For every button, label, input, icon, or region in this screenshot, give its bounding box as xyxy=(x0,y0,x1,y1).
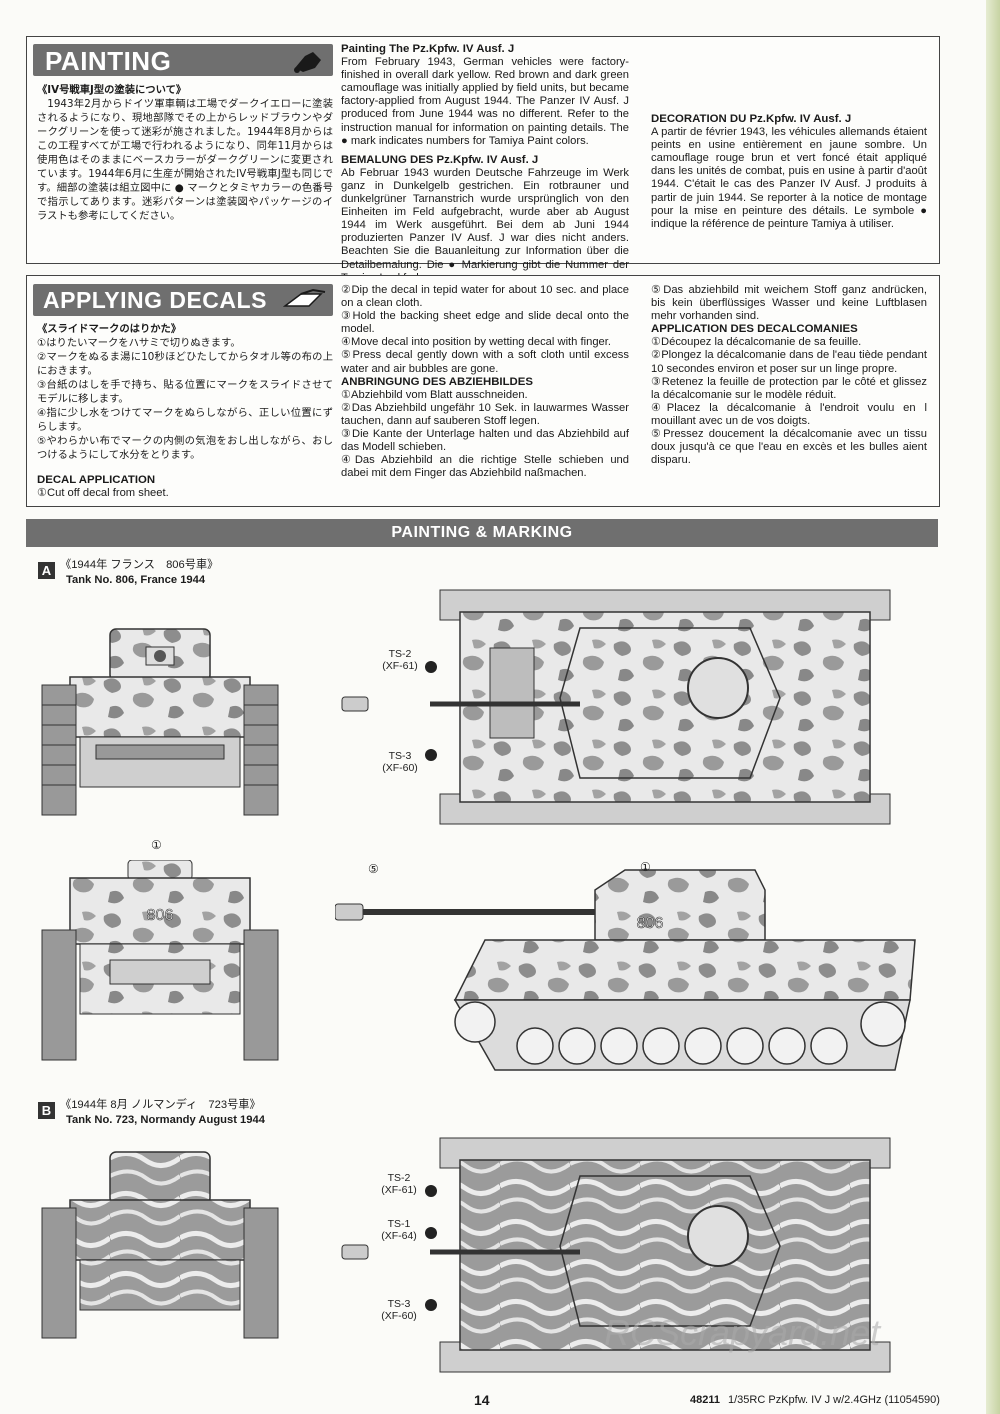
callout-b-ts2-paint: (XF-61) xyxy=(381,1184,417,1196)
decals-de-step: ③Die Kante der Unterlage halten und das … xyxy=(341,428,629,454)
tank-a-rear-view: 806 xyxy=(41,860,279,1061)
decal-callout-5: ⑤ xyxy=(368,862,379,876)
decals-box: APPLYING DECALS 《スライドマークのはりかた》 ①はりたいマークを… xyxy=(26,275,940,507)
tank-a-front-view xyxy=(41,628,279,816)
scheme-b-en-label: Tank No. 723, Normandy August 1944 xyxy=(66,1114,265,1126)
decals-header: APPLYING DECALS xyxy=(33,284,333,316)
painting-fr-text: A partir de février 1943, les véhicules … xyxy=(651,126,927,230)
decals-de-step: ①Abziehbild vom Blatt ausschneiden. xyxy=(341,388,528,401)
tank-b-top-view xyxy=(430,1137,891,1373)
footer-code: 48211 xyxy=(690,1394,720,1406)
page-edge xyxy=(986,0,1000,1414)
decals-jp-step: ③台紙のはしを手で持ち、貼る位置にマークをスライドさせてモデルに移します。 xyxy=(37,379,333,405)
decals-en-step: ⑤Press decal gently down with a soft clo… xyxy=(341,349,629,375)
decals-de-title: ANBRINGUNG DES ABZIEHBILDES xyxy=(341,375,533,388)
decals-jp-step: ①はりたいマークをハサミで切りぬきます。 xyxy=(37,337,241,349)
decals-de-step: ④Das Abziehbild an die richtige Stelle s… xyxy=(341,454,629,480)
callout-a-ts2-paint: (XF-61) xyxy=(382,660,418,672)
callout-b-ts1-code: TS-1 xyxy=(387,1218,411,1230)
paint-brush-icon xyxy=(294,52,321,73)
decal-callout-1: ① xyxy=(640,860,651,874)
muzzle-brake-icon xyxy=(341,1244,369,1260)
painting-en-text: From February 1943, German vehicles were… xyxy=(341,56,629,147)
decals-fr-step: ④Placez la décalcomanie à l'endroit voul… xyxy=(651,401,927,427)
decals-en-step: ①Cut off decal from sheet. xyxy=(37,487,169,500)
decals-fr-step: ⑤Pressez doucement la décalcomanie avec … xyxy=(651,428,927,467)
decals-jp-step: ④指に少し水をつけてマークをぬらしながら、正しい位置にずらします。 xyxy=(37,407,333,433)
painting-jp-text: 1943年2月からドイツ軍車輌は工場でダークイエローに塗装されるようになり、現地… xyxy=(37,98,333,222)
marking-title: PAINTING & MARKING xyxy=(391,524,573,541)
decals-en-step: ④Move decal into position by wetting dec… xyxy=(341,336,611,349)
scheme-b-jp-label: 《1944年 8月 ノルマンディ 723号車》 xyxy=(60,1099,261,1111)
decals-title: APPLYING DECALS xyxy=(43,287,267,313)
marking-header: PAINTING & MARKING xyxy=(26,519,938,547)
tank-b-front-view xyxy=(41,1151,279,1339)
scheme-b-badge: B xyxy=(38,1102,55,1119)
callout-b-ts2-code: TS-2 xyxy=(387,1172,411,1184)
painting-fr-title: DECORATION DU Pz.Kpfw. IV Ausf. J xyxy=(651,113,852,125)
callout-a-ts2-code: TS-2 xyxy=(388,648,412,660)
painting-en-title: Painting The Pz.Kpfw. IV Ausf. J xyxy=(341,43,515,55)
decals-de-step: ⑤Das abziehbild mit weichem Stoff ganz a… xyxy=(651,284,927,323)
paint-dot-icon xyxy=(425,1227,437,1239)
callout-a-ts3-code: TS-3 xyxy=(388,750,412,762)
decals-fr-step: ③Retenez la feuille de protection par le… xyxy=(651,375,927,401)
painting-box: PAINTING 《IV号戦車J型の塗装について》 1943年2月からドイツ軍車… xyxy=(26,36,940,284)
scheme-a-badge: A xyxy=(38,562,55,579)
tank-a-top-view xyxy=(430,589,891,825)
painting-jp-heading: 《IV号戦車J型の塗装について》 xyxy=(37,84,187,96)
decals-fr-step: ①Découpez la décalcomanie de sa feuille. xyxy=(651,336,862,349)
callout-b-ts3-paint: (XF-60) xyxy=(381,1310,417,1322)
callout-b-ts3-code: TS-3 xyxy=(387,1298,411,1310)
page-number: 14 xyxy=(474,1392,490,1408)
tank-a-side-view: 806 xyxy=(335,869,916,1071)
decals-fr-title: APPLICATION DES DECALCOMANIES xyxy=(651,323,858,336)
decal-slide-icon xyxy=(283,288,326,307)
side-number-806: 806 xyxy=(637,915,664,932)
footer-product: 1/35RC PzKpfw. IV J w/2.4GHz (11054590) xyxy=(728,1394,940,1406)
decals-en-title: DECAL APPLICATION xyxy=(37,474,156,486)
painting-de-title: BEMALUNG DES Pz.Kpfw. IV Ausf. J xyxy=(341,153,539,166)
decals-jp-step: ⑤やわらかい布でマークの内側の気泡をおし出しながら、おしつけるようにして水分をと… xyxy=(37,435,333,461)
paint-dot-icon xyxy=(425,1185,437,1197)
watermark: RCScrapyard.net xyxy=(604,1312,881,1353)
scheme-a-en-label: Tank No. 806, France 1944 xyxy=(66,574,206,586)
scheme-a-jp-label: 《1944年 フランス 806号車》 xyxy=(60,559,219,571)
decals-de-step: ②Das Abziehbild ungefähr 10 Sek. in lauw… xyxy=(341,401,629,427)
turret-number-806: 806 xyxy=(147,907,174,924)
decals-jp-heading: 《スライドマークのはりかた》 xyxy=(37,323,182,335)
painting-header: PAINTING xyxy=(33,44,333,76)
decals-en-step: ③Hold the backing sheet edge and slide d… xyxy=(341,310,629,336)
decals-jp-step: ②マークをぬるま湯に10秒ほどひたしてからタオル等の布の上におきます。 xyxy=(37,351,333,377)
painting-de-text: Ab Februar 1943 wurden Deutsche Fahrzeug… xyxy=(341,166,629,284)
painting-title: PAINTING xyxy=(45,46,172,76)
callout-b-ts1-paint: (XF-64) xyxy=(381,1230,417,1242)
muzzle-brake-icon xyxy=(341,696,369,712)
callout-a-ts3-paint: (XF-60) xyxy=(382,762,418,774)
paint-dot-icon xyxy=(425,749,437,761)
decals-en-step: ②Dip the decal in tepid water for about … xyxy=(341,284,629,310)
paint-dot-icon xyxy=(425,661,437,673)
decals-fr-step: ②Plongez la décalcomanie dans de l'eau t… xyxy=(651,349,927,375)
paint-dot-icon xyxy=(425,1299,437,1311)
decal-callout-1: ① xyxy=(151,838,162,852)
